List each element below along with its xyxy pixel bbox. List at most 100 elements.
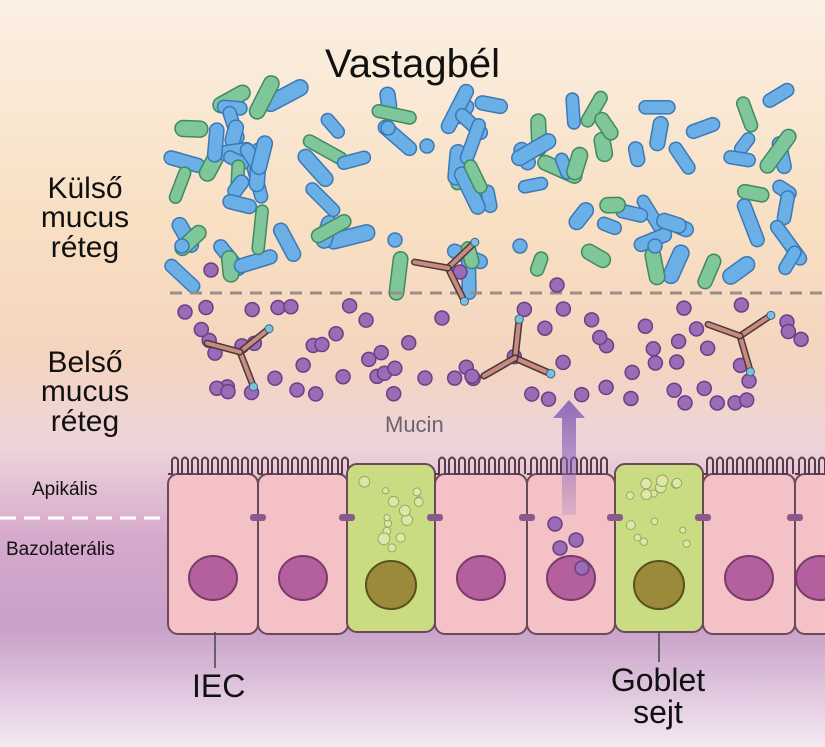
mucin-particle-icon (335, 369, 351, 385)
secreted-mucin-icon (568, 532, 584, 548)
bacterium-icon (735, 96, 759, 133)
antibody-icon (704, 310, 776, 377)
mucin-particle-icon (283, 299, 299, 315)
mucin-granule-icon (383, 514, 391, 522)
microvilli (258, 456, 349, 475)
mucin-particle-icon (244, 301, 260, 318)
bacterium-icon (320, 112, 346, 139)
mucin-granule-icon (640, 477, 652, 490)
bacterium-icon (723, 150, 756, 168)
nucleus-icon (278, 555, 328, 601)
mucin-particle-icon (676, 300, 692, 316)
mucin-granule-icon (413, 497, 424, 507)
mucin-particle-icon (267, 370, 283, 386)
mucin-granule-icon (679, 526, 687, 534)
bacterium-icon (668, 141, 696, 175)
bacterium-icon (580, 243, 612, 269)
mucin-granule-icon (412, 487, 422, 497)
mucin-particle-icon (549, 277, 565, 293)
bacterium-icon (685, 116, 721, 140)
bacterium-icon (463, 159, 488, 194)
bacterium-icon (164, 258, 201, 294)
mucin-particle-icon (540, 391, 557, 407)
bacterium-icon (565, 92, 581, 130)
inner-label-line-2: mucus (40, 375, 130, 409)
mucin-particle-icon (645, 341, 662, 357)
mucin-particle-icon (637, 318, 654, 334)
bacterium-icon (511, 133, 557, 167)
mucin-particle-icon (270, 299, 286, 316)
goblet-label-line-2: sejt (633, 694, 683, 730)
mucin-particle-icon (670, 333, 687, 350)
bacterium-icon (638, 100, 676, 115)
tight-junction-icon (787, 514, 803, 521)
mucin-particle-icon (434, 310, 450, 326)
bacterium-icon (736, 198, 765, 248)
mucin-particle-icon (738, 392, 755, 408)
epithelium-group (167, 456, 825, 668)
bacterium-icon (388, 250, 409, 301)
mucin-granule-icon (655, 474, 669, 488)
outer-label-line-2: mucus (40, 201, 130, 235)
bacterium-icon (736, 183, 770, 203)
mucin-particle-icon (417, 370, 433, 386)
bacterium-icon (759, 128, 797, 174)
nucleus-icon (546, 555, 596, 601)
inner-mucus-layer-label: Belső mucus réteg (10, 347, 160, 436)
mucin-particle-icon (733, 297, 750, 313)
mucin-particle-icon (446, 370, 463, 386)
goblet-cell-label: Goblet sejt (598, 664, 718, 728)
nucleus-icon (456, 555, 506, 601)
mucin-granule-icon (625, 520, 636, 531)
iec-label: IEC (192, 668, 246, 704)
bacterium-icon (596, 216, 622, 236)
mucin-granule-icon (398, 504, 411, 517)
mucin-particle-icon (647, 355, 664, 371)
microvilli (703, 456, 794, 475)
diagram-title: Vastagbél (325, 42, 500, 86)
goblet-label-line-1: Goblet (610, 662, 706, 698)
coccus-icon (647, 238, 663, 254)
microvilli (435, 456, 526, 475)
mucin-granule-icon (395, 532, 406, 543)
bacterium-icon (656, 212, 687, 234)
apical-label: Apikális (32, 479, 98, 500)
bacterium-icon (594, 111, 619, 141)
iec-cell (702, 473, 796, 635)
antibodies-group (203, 237, 776, 392)
bacterium-icon (662, 244, 690, 285)
bacterium-icon (250, 135, 274, 176)
bacterium-icon (778, 245, 802, 276)
mucin-granule-icon (625, 491, 635, 500)
mucin-particle-icon (555, 354, 571, 371)
goblet-nucleus-icon (365, 560, 417, 610)
bacterium-icon (174, 119, 209, 138)
mucin-particle-icon (624, 364, 640, 381)
bacterium-icon (599, 196, 626, 214)
nucleus-icon (188, 555, 238, 601)
mucin-particles-group (177, 262, 809, 411)
mucin-particle-icon (177, 304, 193, 320)
mucin-granule-icon (387, 543, 397, 553)
mucin-granule-icon (640, 488, 652, 501)
coccus-icon (419, 138, 435, 154)
mucin-particle-icon (699, 340, 716, 357)
secreted-mucin-icon (552, 540, 568, 556)
bacterium-icon (697, 253, 722, 290)
bacterium-icon (649, 115, 669, 152)
antibody-icon (203, 324, 274, 392)
iec-cell (434, 473, 528, 635)
coccus-icon (380, 120, 396, 136)
mucin-particle-icon (696, 380, 712, 397)
antibody-icon (480, 314, 556, 380)
tight-junction-icon (250, 514, 266, 521)
microvilli (795, 456, 825, 475)
mucin-particle-icon (400, 335, 417, 351)
mucin-particle-icon (598, 379, 614, 396)
bacteria-group (163, 75, 808, 301)
mucin-particle-icon (537, 320, 553, 337)
bacterium-icon (251, 204, 269, 256)
mucin-particle-icon (591, 329, 608, 346)
mucin-particle-icon (307, 386, 324, 402)
